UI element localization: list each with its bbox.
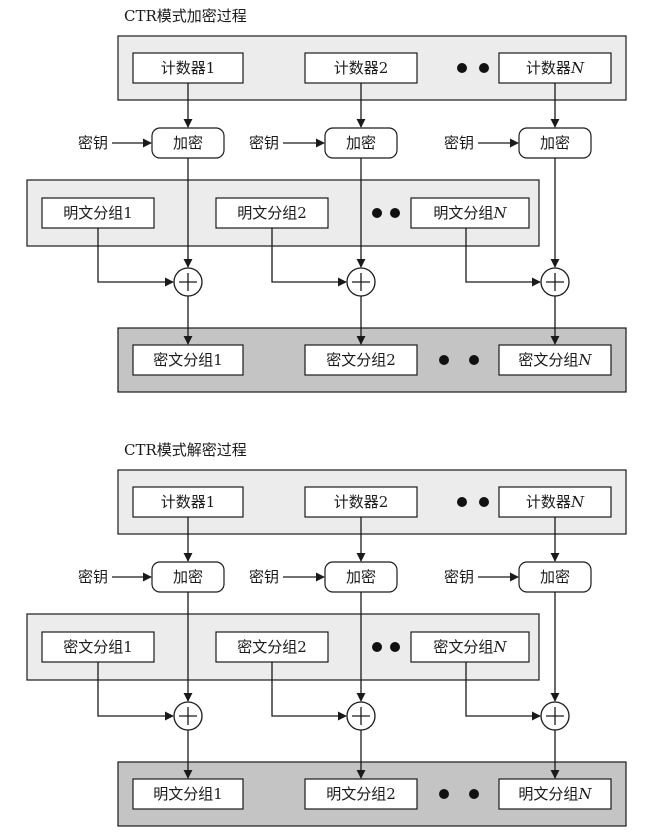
counter-label: 计数器N [526, 493, 585, 511]
xor-icon [540, 701, 570, 731]
encrypt-label: 加密 [540, 134, 570, 152]
input-block-label: 明文分组1 [63, 204, 133, 222]
xor-icon [346, 267, 376, 297]
ellipsis-dot [439, 355, 449, 365]
input-block-label: 明文分组N [433, 204, 507, 222]
output-block-label: 明文分组1 [153, 785, 223, 803]
key-label: 密钥 [444, 134, 474, 152]
output-ellipsis [439, 355, 479, 365]
counter-ellipsis [457, 63, 489, 73]
output-block-box [132, 778, 244, 810]
counter-label: 计数器1 [161, 493, 216, 511]
diagram-title: CTR模式解密过程 [124, 441, 247, 459]
counter-box [132, 486, 244, 518]
output-block-box [304, 344, 418, 376]
key-label: 密钥 [249, 568, 279, 586]
input-block-box [41, 197, 155, 229]
input-to-xor-arrow [465, 662, 541, 721]
encrypt-label: 加密 [173, 568, 203, 586]
key-label: 密钥 [78, 134, 108, 152]
input-block-label: 密文分组2 [237, 638, 307, 656]
encrypt-label: 加密 [540, 568, 570, 586]
ellipsis-dot [457, 497, 467, 507]
output-block-box [132, 344, 244, 376]
xor-icon [173, 701, 203, 731]
input-block-label: 密文分组1 [63, 638, 133, 656]
counter-label: 计数器2 [334, 493, 389, 511]
xor-icon [173, 267, 203, 297]
encrypt-label: 加密 [346, 568, 376, 586]
counter-label: 计数器N [526, 59, 585, 77]
ellipsis-dot [390, 208, 400, 218]
input-to-xor-arrow [97, 228, 174, 287]
key-label: 密钥 [78, 568, 108, 586]
output-block-box [498, 778, 612, 810]
ellipsis-dot [479, 497, 489, 507]
diagram-title: CTR模式加密过程 [124, 7, 247, 25]
input-ellipsis [372, 208, 400, 218]
ellipsis-dot [372, 642, 382, 652]
xor-icon [540, 267, 570, 297]
input-block-box [215, 197, 329, 229]
counter-box [132, 52, 244, 84]
counter-label: 计数器2 [334, 59, 389, 77]
input-ellipsis [372, 642, 400, 652]
input-block-label: 密文分组N [433, 638, 507, 656]
counter-box [498, 486, 612, 518]
ellipsis-dot [469, 789, 479, 799]
encrypt-label: 加密 [173, 134, 203, 152]
ellipsis-dot [469, 355, 479, 365]
output-block-label: 密文分组1 [153, 351, 223, 369]
ellipsis-dot [439, 789, 449, 799]
input-block-box [215, 631, 329, 663]
key-label: 密钥 [249, 134, 279, 152]
key-label: 密钥 [444, 568, 474, 586]
ellipsis-dot [372, 208, 382, 218]
counter-box [498, 52, 612, 84]
output-block-box [498, 344, 612, 376]
input-block-box [410, 631, 530, 663]
output-block-label: 密文分组N [518, 351, 592, 369]
counter-label: 计数器1 [161, 59, 216, 77]
input-to-xor-arrow [465, 228, 541, 287]
encrypt-label: 加密 [346, 134, 376, 152]
input-block-box [410, 197, 530, 229]
ellipsis-dot [457, 63, 467, 73]
ellipsis-dot [390, 642, 400, 652]
output-block-box [304, 778, 418, 810]
output-block-label: 明文分组N [518, 785, 592, 803]
input-to-xor-arrow [271, 228, 347, 287]
input-block-label: 明文分组2 [237, 204, 307, 222]
input-to-xor-arrow [97, 662, 174, 721]
xor-icon [346, 701, 376, 731]
ellipsis-dot [479, 63, 489, 73]
output-ellipsis [439, 789, 479, 799]
counter-ellipsis [457, 497, 489, 507]
output-block-label: 密文分组2 [326, 351, 396, 369]
input-to-xor-arrow [271, 662, 347, 721]
output-block-label: 明文分组2 [326, 785, 396, 803]
